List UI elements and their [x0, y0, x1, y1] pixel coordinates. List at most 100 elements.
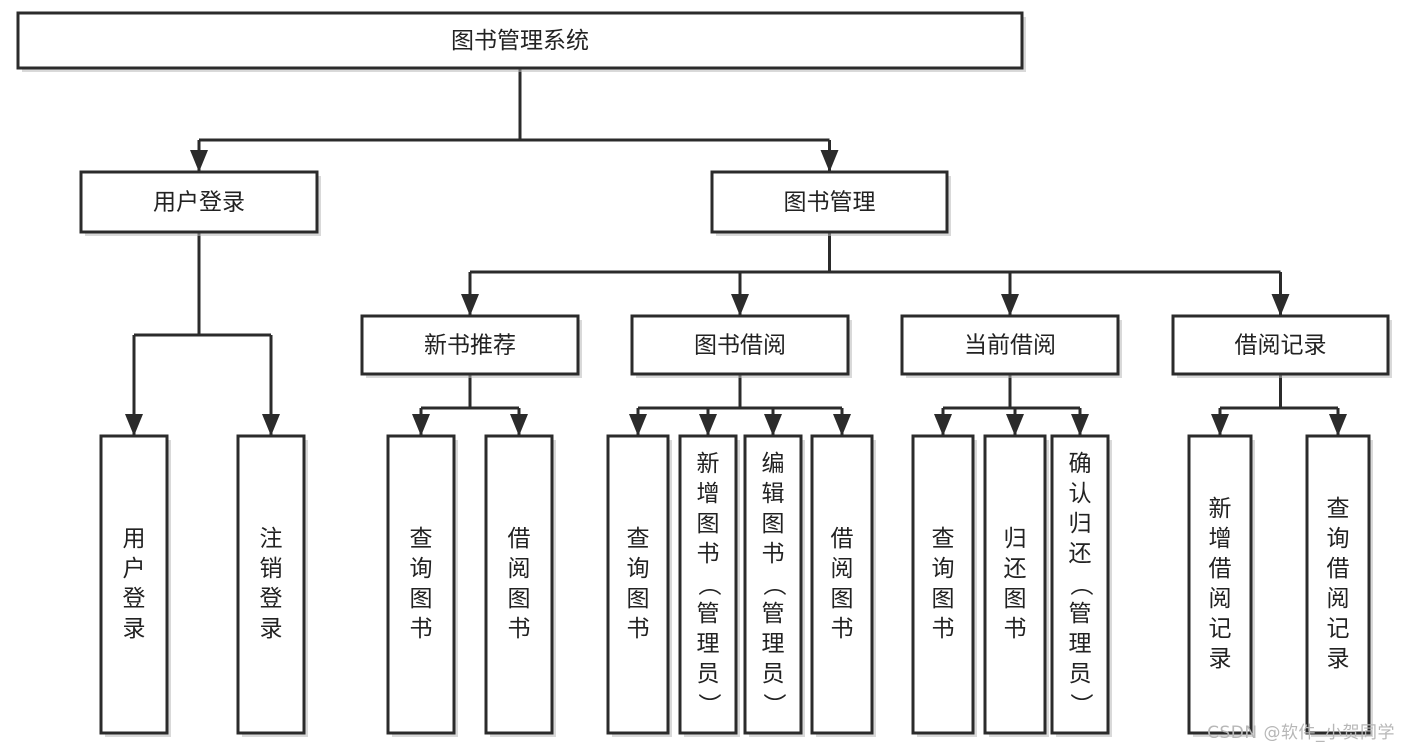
svg-text:查: 查 — [932, 526, 955, 552]
svg-text:图: 图 — [831, 586, 854, 612]
svg-text:阅: 阅 — [1209, 586, 1232, 612]
arrow-head — [1329, 414, 1347, 436]
svg-text:还: 还 — [1004, 556, 1027, 582]
node-box — [1305, 434, 1371, 735]
svg-text:）: ） — [696, 693, 722, 716]
svg-text:书: 书 — [932, 616, 955, 642]
svg-text:理: 理 — [762, 631, 785, 657]
svg-text:注: 注 — [260, 526, 283, 552]
svg-text:登: 登 — [123, 586, 146, 612]
node-box — [16, 11, 1024, 70]
svg-text:录: 录 — [260, 616, 283, 642]
node-box — [1050, 434, 1110, 735]
svg-text:归: 归 — [1004, 526, 1027, 552]
svg-text:（: （ — [696, 573, 722, 596]
node-book-manage[interactable]: 图书管理 — [710, 170, 951, 236]
svg-text:认: 认 — [1069, 481, 1092, 507]
svg-text:辑: 辑 — [762, 481, 785, 507]
svg-text:理: 理 — [1069, 631, 1092, 657]
svg-text:确: 确 — [1069, 451, 1092, 477]
node-book-borrow[interactable]: 图书借阅 — [630, 314, 852, 378]
arrow-head — [412, 414, 430, 436]
svg-text:借: 借 — [508, 526, 531, 552]
nodes-layer: 图书管理系统用户登录图书管理新书推荐图书借阅当前借阅借阅记录用户登录注销登录查询… — [16, 11, 1392, 737]
svg-text:图: 图 — [932, 586, 955, 612]
node-box — [386, 434, 456, 735]
svg-text:编: 编 — [762, 451, 785, 477]
svg-text:录: 录 — [1209, 646, 1232, 672]
svg-text:归: 归 — [1069, 511, 1092, 537]
svg-text:借: 借 — [1327, 556, 1350, 582]
node-current-borrow[interactable]: 当前借阅 — [900, 314, 1122, 378]
connectors-layer — [125, 68, 1347, 436]
node-borrow-record[interactable]: 借阅记录 — [1171, 314, 1392, 378]
node-user-login[interactable]: 用户登录 — [79, 170, 321, 236]
svg-text:员: 员 — [762, 661, 785, 687]
svg-text:阅: 阅 — [1327, 586, 1350, 612]
svg-text:询: 询 — [627, 556, 650, 582]
node-box — [911, 434, 975, 735]
svg-text:新: 新 — [697, 451, 720, 477]
svg-text:书: 书 — [410, 616, 433, 642]
svg-text:图: 图 — [410, 586, 433, 612]
node-new-book-recommend[interactable]: 新书推荐 — [360, 314, 582, 378]
svg-text:阅: 阅 — [508, 556, 531, 582]
svg-text:录: 录 — [1327, 646, 1350, 672]
svg-text:询: 询 — [1327, 526, 1350, 552]
svg-text:销: 销 — [260, 556, 283, 582]
arrow-head — [820, 150, 839, 172]
arrow-head — [510, 414, 528, 436]
node-box — [743, 434, 803, 735]
svg-text:）: ） — [761, 693, 787, 716]
svg-text:户: 户 — [123, 556, 146, 582]
svg-text:书: 书 — [697, 541, 720, 567]
svg-text:管: 管 — [697, 601, 720, 627]
node-box — [1171, 314, 1390, 376]
node-leaf-user-login[interactable]: 用户登录 — [99, 434, 171, 737]
node-root[interactable]: 图书管理系统 — [16, 11, 1026, 72]
svg-text:查: 查 — [627, 526, 650, 552]
arrow-head — [731, 294, 749, 316]
svg-text:增: 增 — [697, 481, 720, 507]
arrow-head — [1211, 414, 1229, 436]
node-box — [1187, 434, 1253, 735]
svg-text:记: 记 — [1209, 616, 1232, 642]
arrow-head — [1271, 294, 1290, 316]
node-label: 当前借阅 — [964, 333, 1056, 359]
svg-text:管: 管 — [762, 601, 785, 627]
svg-text:图: 图 — [627, 586, 650, 612]
svg-text:员: 员 — [697, 661, 720, 687]
node-box — [360, 314, 580, 376]
arrow-head — [1001, 294, 1019, 316]
svg-text:书: 书 — [627, 616, 650, 642]
svg-text:还: 还 — [1069, 541, 1092, 567]
svg-text:新: 新 — [1209, 496, 1232, 522]
arrow-head — [1006, 414, 1024, 436]
node-box — [710, 170, 949, 234]
svg-text:查: 查 — [1327, 496, 1350, 522]
arrow-head — [461, 294, 479, 316]
svg-text:查: 查 — [410, 526, 433, 552]
svg-text:用: 用 — [123, 526, 146, 552]
